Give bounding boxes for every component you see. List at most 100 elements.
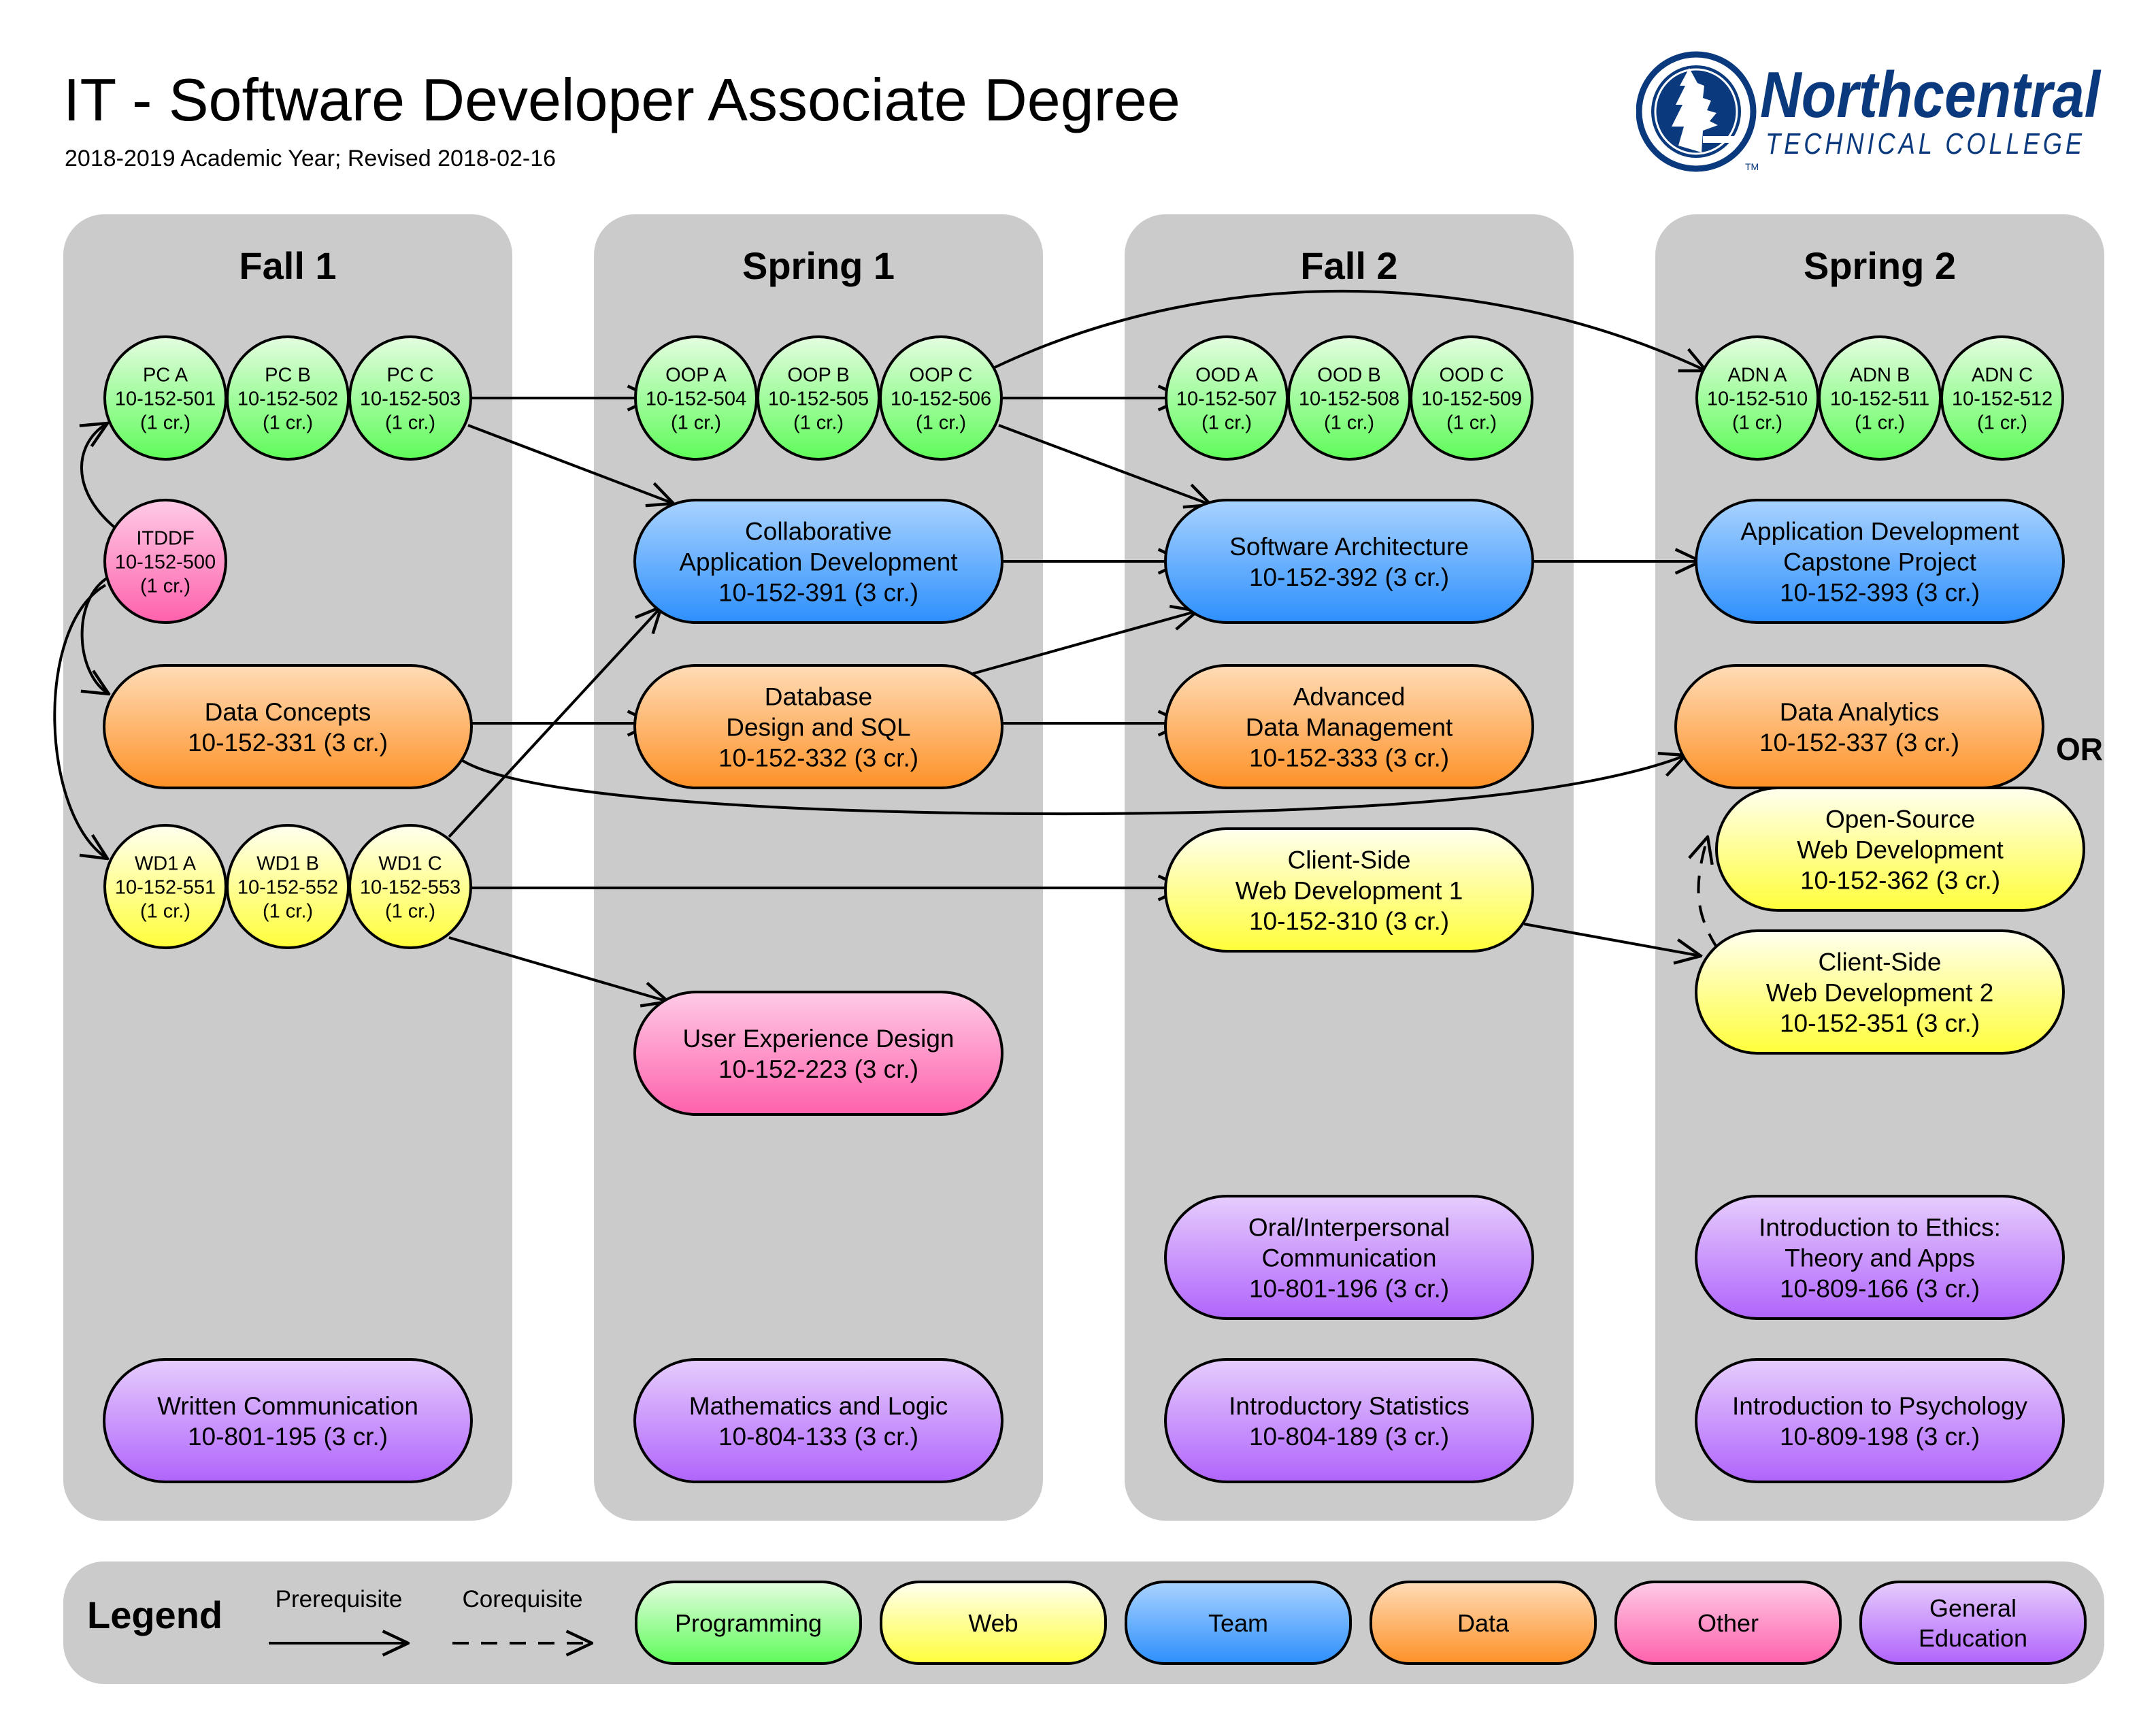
edge-corequisite-cswd2-oswd: [1698, 837, 1719, 951]
course-line: 10-152-508: [1299, 388, 1399, 410]
course-title: OOD B: [1317, 364, 1380, 386]
course-wd1c[interactable]: WD1 C10-152-553(1 cr.): [348, 824, 472, 949]
course-node-shape: [633, 1358, 1004, 1483]
legend-item-data: Data: [1370, 1581, 1597, 1665]
course-node-shape: [633, 991, 1004, 1116]
course-line: 10-152-504: [646, 388, 746, 410]
course-node-shape: [348, 335, 472, 461]
course-line: 10-152-509: [1421, 388, 1522, 410]
course-line: 10-152-507: [1176, 388, 1277, 410]
legend-title: Legend: [87, 1593, 222, 1636]
course-node-shape: [1940, 335, 2064, 461]
course-pca[interactable]: PC A10-152-501(1 cr.): [103, 335, 227, 461]
course-title: OOD C: [1439, 364, 1504, 386]
course-line: 10-152-362 (3 cr.): [1800, 866, 2000, 894]
course-line: Capstone Project: [1783, 548, 1977, 576]
legend-prerequisite-label: Prerequisite: [276, 1586, 403, 1613]
course-line: 10-809-166 (3 cr.): [1780, 1274, 1980, 1302]
course-title: Written Communication: [157, 1392, 418, 1420]
course-oodc[interactable]: OOD C10-152-509(1 cr.): [1410, 335, 1533, 461]
course-line: (1 cr.): [140, 900, 190, 922]
course-title: Client-Side: [1288, 846, 1411, 874]
legend-swatch: [1859, 1581, 2087, 1665]
logo-tagline: TECHNICAL COLLEGE: [1765, 127, 2085, 161]
edge-prerequisite-itddf-pca: [82, 423, 118, 531]
college-logo: Northcentral TECHNICAL COLLEGE TM: [1636, 51, 2102, 172]
course-line: 10-152-551: [115, 876, 216, 898]
course-line: 10-152-337 (3 cr.): [1759, 729, 1959, 757]
course-line: 10-152-391 (3 cr.): [718, 578, 918, 606]
course-line: 10-152-553: [360, 876, 461, 898]
course-title: Software Architecture: [1229, 533, 1469, 561]
course-title: OOP C: [910, 364, 973, 386]
course-title: PC B: [265, 364, 311, 386]
edge-prerequisite-itddf-wd1a: [53, 584, 107, 859]
course-line: 10-152-332 (3 cr.): [718, 744, 918, 772]
course-pcc[interactable]: PC C10-152-503(1 cr.): [348, 335, 472, 461]
course-node-shape: [1695, 1195, 2065, 1320]
course-adnb[interactable]: ADN B10-152-511(1 cr.): [1818, 335, 1942, 461]
page-title: IT - Software Developer Associate Degree: [63, 66, 1180, 133]
course-ooda[interactable]: OOD A10-152-507(1 cr.): [1165, 335, 1289, 461]
course-wd1b[interactable]: WD1 B10-152-552(1 cr.): [226, 824, 350, 949]
course-line: 10-152-500: [115, 551, 216, 573]
course-title: OOD A: [1195, 364, 1259, 386]
course-adna[interactable]: ADN A10-152-510(1 cr.): [1695, 335, 1819, 461]
course-oopc[interactable]: OOP C10-152-506(1 cr.): [879, 335, 1003, 461]
course-line: Web Development 1: [1235, 876, 1463, 904]
course-line: 10-152-512: [1952, 388, 2053, 410]
course-line: (1 cr.): [263, 900, 313, 922]
course-title: Data Concepts: [205, 698, 371, 726]
course-oic[interactable]: Oral/InterpersonalCommunication10-801-19…: [1164, 1195, 1534, 1320]
course-line: 10-152-552: [237, 876, 338, 898]
legend-item-label: General: [1929, 1594, 2017, 1622]
course-node-shape: [633, 499, 1004, 624]
legend-item-label: Education: [1919, 1624, 2027, 1652]
course-line: (1 cr.): [1732, 412, 1782, 433]
edge-prerequisite-oopc-adna: [994, 289, 1706, 371]
course-line: 10-809-198 (3 cr.): [1780, 1423, 1980, 1451]
course-ieta[interactable]: Introduction to Ethics:Theory and Apps10…: [1695, 1195, 2065, 1320]
legend-swatch: [635, 1581, 862, 1665]
course-pcb[interactable]: PC B10-152-502(1 cr.): [226, 335, 350, 461]
legend-item-label: Web: [968, 1609, 1018, 1637]
course-oopb[interactable]: OOP B10-152-505(1 cr.): [757, 335, 880, 461]
course-line: (1 cr.): [671, 412, 721, 433]
course-node-shape: [1695, 929, 2065, 1055]
course-title: User Experience Design: [683, 1025, 955, 1053]
legend-item-other: Other: [1614, 1581, 1842, 1665]
course-wd1a[interactable]: WD1 A10-152-551(1 cr.): [103, 824, 227, 949]
course-adnc[interactable]: ADN C10-152-512(1 cr.): [1940, 335, 2064, 461]
course-title: Data Analytics: [1780, 698, 1939, 726]
course-line: 10-152-333 (3 cr.): [1249, 744, 1449, 772]
course-title: Mathematics and Logic: [689, 1392, 948, 1420]
course-title: WD1 B: [256, 853, 319, 874]
course-title: PC C: [386, 364, 433, 386]
course-line: 10-152-506: [891, 388, 991, 410]
course-line: Communication: [1261, 1244, 1436, 1272]
edge-prerequisite-dc-da: [461, 755, 1686, 816]
course-da[interactable]: Data Analytics 10-152-337 (3 cr.): [1674, 664, 2044, 789]
course-node-shape: [1164, 827, 1534, 953]
course-node-shape: [1164, 1358, 1534, 1483]
course-oodb[interactable]: OOD B10-152-508(1 cr.): [1287, 335, 1411, 461]
course-line: (1 cr.): [140, 412, 190, 433]
course-oopa[interactable]: OOP A10-152-504(1 cr.): [634, 335, 758, 461]
course-title: Client-Side: [1819, 948, 1942, 976]
